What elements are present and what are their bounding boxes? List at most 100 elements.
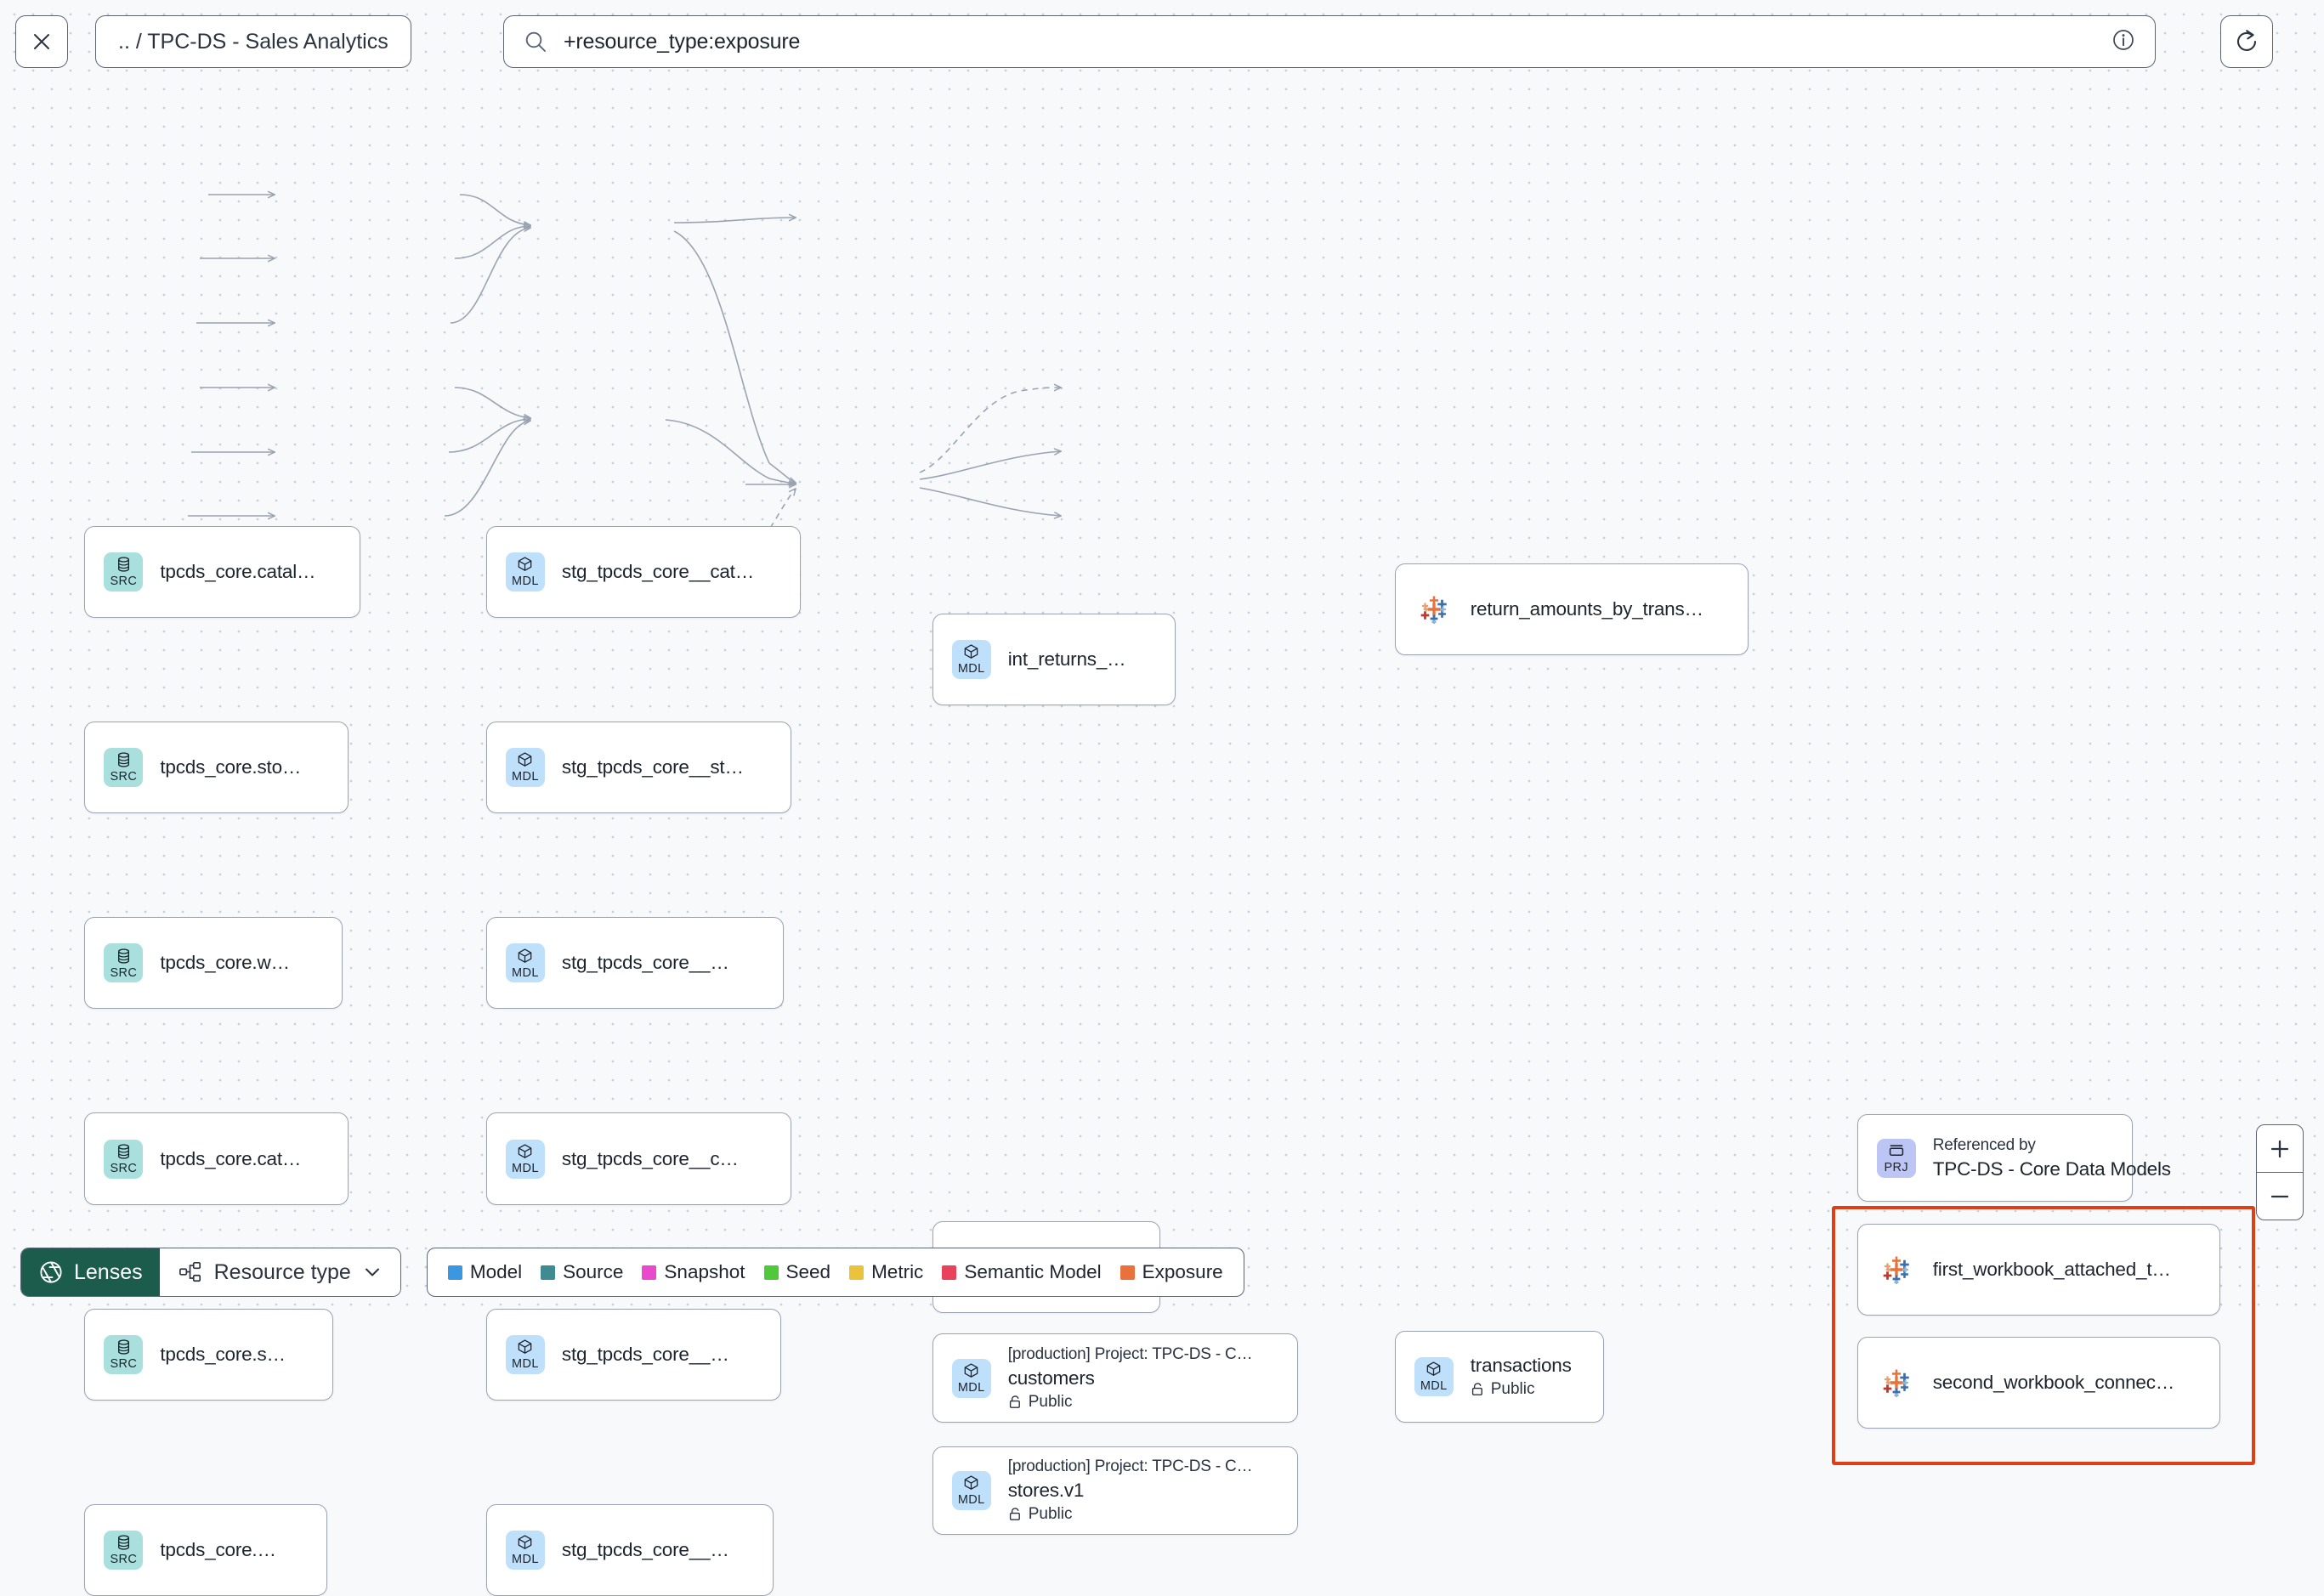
legend-label: Source — [563, 1261, 624, 1282]
prj-badge-icon: PRJ — [1876, 1138, 1916, 1178]
node-title: stores.v1 — [1007, 1480, 1085, 1502]
graph-node-return_amounts[interactable]: return_amounts_by_transaction_type — [1394, 563, 1749, 655]
src-badge-icon: SRC — [104, 552, 144, 592]
node-title: TPC-DS - Core Data Models — [1932, 1157, 2171, 1180]
node-title: int_returns__unioned — [1007, 648, 1132, 670]
node-title: customers — [1007, 1367, 1095, 1389]
minus-icon — [2270, 1195, 2289, 1197]
graph-node-stg_catalog_sales[interactable]: MDL stg_tpcds_core__catalog_sales — [485, 1112, 792, 1205]
legend-item-semantic-model[interactable]: Semantic Model — [942, 1261, 1102, 1283]
lens-control-group: Lenses Resource type — [20, 1248, 401, 1297]
legend-label: Semantic Model — [964, 1261, 1102, 1282]
node-title: stg_tpcds_core__catalog_returns — [561, 561, 757, 583]
refresh-icon — [2237, 30, 2257, 51]
node-privacy-badge: Public — [1008, 1505, 1256, 1524]
mdl-badge-icon: MDL — [505, 1334, 545, 1374]
bottom-toolbar: Lenses Resource type Model Source Snapshot… — [20, 1248, 1244, 1297]
node-privacy-label: Public — [1028, 1505, 1073, 1524]
src-badge-icon: SRC — [104, 943, 144, 983]
legend-swatch — [763, 1265, 779, 1280]
top-toolbar: .. / TPC-DS - Sales Analytics +resource_… — [0, 0, 2324, 100]
tableau-exposure-icon — [1414, 590, 1454, 629]
graph-node-stores_v1[interactable]: MDL[production] Project: TPC-DS - Core D… — [932, 1446, 1299, 1536]
legend-swatch — [541, 1265, 556, 1280]
mdl-badge-icon: MDL — [951, 639, 991, 679]
zoom-in-button[interactable] — [2257, 1125, 2303, 1173]
lineage-edges — [187, 0, 2324, 549]
node-title: transactions — [1470, 1354, 1572, 1376]
legend-label: Snapshot — [664, 1261, 745, 1282]
node-title: stg_tpcds_core__store_sales — [561, 1343, 739, 1365]
legend-swatch — [447, 1265, 462, 1280]
node-privacy-label: Public — [1028, 1392, 1073, 1411]
legend-item-seed[interactable]: Seed — [763, 1261, 831, 1283]
legend-item-exposure[interactable]: Exposure — [1119, 1261, 1223, 1283]
mdl-badge-icon: MDL — [505, 1139, 545, 1179]
node-privacy-badge: Public — [1008, 1393, 1256, 1412]
legend-item-model[interactable]: Model — [447, 1261, 522, 1283]
node-title: stg_tpcds_core__catalog_sales — [561, 1147, 749, 1169]
search-input[interactable]: +resource_type:exposure — [503, 15, 2156, 68]
legend-item-metric[interactable]: Metric — [849, 1261, 923, 1283]
info-icon[interactable] — [2111, 27, 2136, 57]
legend-swatch — [942, 1265, 957, 1280]
graph-node-src_store_sales[interactable]: SRC tpcds_core.store_sales — [84, 1308, 334, 1401]
hierarchy-icon — [179, 1261, 201, 1282]
close-button[interactable] — [15, 15, 68, 68]
graph-node-stg_catalog_returns[interactable]: MDL stg_tpcds_core__catalog_returns — [485, 525, 801, 619]
node-title: second_workbook_connected_to_live… — [1932, 1371, 2178, 1393]
resource-type-legend: Model Source Snapshot Seed Metric Semantic Mo… — [426, 1248, 1244, 1297]
node-title: stg_tpcds_core__web_sales — [561, 1538, 731, 1560]
graph-node-int_returns_unioned[interactable]: MDL int_returns__unioned — [932, 613, 1176, 705]
lenses-label: Lenses — [74, 1259, 143, 1284]
node-title: tpcds_core.store_sales — [160, 1343, 290, 1365]
legend-item-source[interactable]: Source — [541, 1261, 623, 1283]
node-subtitle: [production] Project: TPC-DS - Core Data… — [1007, 1344, 1256, 1363]
graph-node-second_workbook[interactable]: second_workbook_connected_to_live… — [1856, 1336, 2220, 1429]
node-title: return_amounts_by_transaction_type — [1470, 597, 1706, 620]
lock-icon — [1471, 1383, 1482, 1395]
legend-label: Seed — [785, 1261, 831, 1282]
legend-item-snapshot[interactable]: Snapshot — [642, 1261, 745, 1283]
aperture-icon — [40, 1261, 62, 1283]
node-title: tpcds_core.store_returns — [160, 756, 305, 778]
legend-label: Metric — [871, 1261, 924, 1282]
refresh-button[interactable] — [2220, 15, 2273, 68]
lock-icon — [1009, 1395, 1020, 1408]
lenses-button[interactable]: Lenses — [21, 1248, 160, 1296]
zoom-controls — [2256, 1124, 2304, 1220]
close-icon — [34, 34, 49, 49]
mdl-badge-icon: MDL — [951, 1358, 991, 1398]
breadcrumb[interactable]: .. / TPC-DS - Sales Analytics — [95, 15, 411, 68]
node-title: tpcds_core.web_returns — [160, 952, 299, 974]
zoom-out-button[interactable] — [2257, 1173, 2303, 1220]
graph-node-customers[interactable]: MDL [production] Project: TPC-DS - Core D… — [932, 1333, 1299, 1423]
graph-node-referenced_by_prj[interactable]: PRJ Referenced by TPC-DS - Core Data Model… — [1856, 1114, 2171, 1203]
node-title: tpcds_core.web_sales — [160, 1538, 284, 1560]
node-title: first_workbook_attached_to_tpc-ds_-_… — [1932, 1259, 2178, 1281]
node-title: tpcds_core.catalog_sales — [160, 1147, 305, 1169]
mdl-badge-icon: MDL — [1414, 1356, 1454, 1396]
breadcrumb-label: .. / TPC-DS - Sales Analytics — [118, 29, 388, 54]
graph-node-src_web_returns[interactable]: SRC tpcds_core.web_returns — [84, 917, 343, 1010]
node-subtitle: Referenced by — [1932, 1135, 2036, 1154]
mdl-badge-icon: MDL — [505, 552, 545, 592]
src-badge-icon: SRC — [104, 1334, 144, 1374]
legend-label: Exposure — [1142, 1261, 1223, 1282]
graph-node-first_workbook[interactable]: first_workbook_attached_to_tpc-ds_-_… — [1856, 1224, 2220, 1316]
graph-node-stg_store_sales[interactable]: MDL stg_tpcds_core__store_sales — [485, 1308, 781, 1401]
search-query-text: +resource_type:exposure — [564, 29, 801, 54]
resource-type-dropdown[interactable]: Resource type — [159, 1248, 400, 1296]
mdl-badge-icon: MDL — [505, 748, 545, 788]
resource-type-label: Resource type — [213, 1259, 351, 1284]
legend-swatch — [642, 1265, 657, 1280]
